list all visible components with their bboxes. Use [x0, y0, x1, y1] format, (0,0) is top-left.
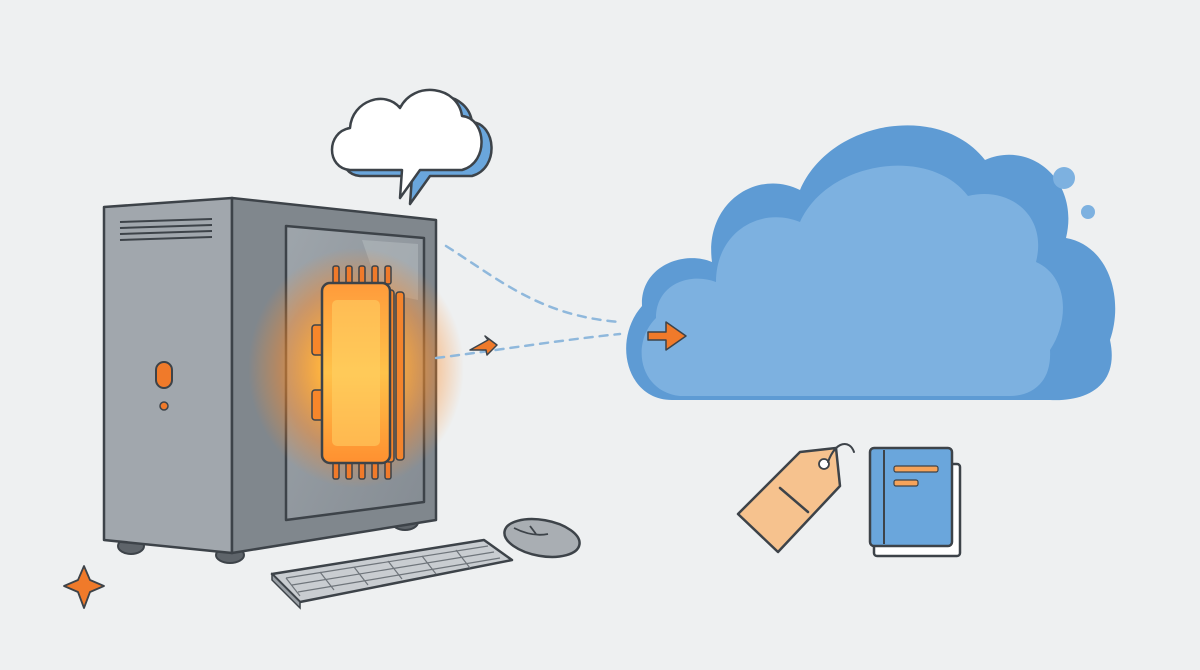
dashed-line-lower: [434, 332, 622, 360]
mouse-icon: [503, 517, 581, 559]
sparkle: [63, 565, 105, 609]
arrow-right-icon: [647, 321, 687, 351]
tag-icon: [736, 446, 842, 554]
book-title-line: [893, 465, 939, 473]
mouse: [503, 517, 581, 559]
bubble-dot-icon: [1081, 205, 1095, 219]
price-tag: [736, 443, 855, 554]
book-icon: [868, 446, 954, 548]
mouse-wheel: [529, 525, 537, 535]
cloud: [626, 125, 1116, 401]
dashed-arrow-icon: [469, 335, 498, 356]
cpu-chip-icon: [332, 300, 380, 446]
bubble-dot-icon: [1053, 167, 1075, 189]
speech-cloud-bubble: [330, 88, 493, 206]
tag-label-line: [778, 486, 810, 514]
power-led-icon: [159, 401, 169, 411]
data-stream: [434, 244, 622, 360]
keyboard-edge: [271, 572, 301, 610]
power-button-icon: [155, 361, 173, 389]
book-subtitle-line: [893, 479, 919, 487]
keyboard-keys: [285, 545, 501, 597]
keyboard: [270, 538, 514, 610]
keyboard-icon: [270, 538, 514, 604]
computer-tower: [102, 196, 464, 564]
tag-string: [827, 443, 855, 463]
cloud-thought-bubble-icon: [330, 88, 483, 200]
book: [868, 446, 962, 558]
dashed-line-upper: [444, 244, 622, 324]
cloud-highlight: [641, 165, 1063, 396]
tag-hole: [818, 458, 830, 470]
sparkle-icon: [63, 565, 105, 609]
vent-grille-icon: [119, 218, 213, 241]
mouse-button-split: [513, 527, 549, 536]
